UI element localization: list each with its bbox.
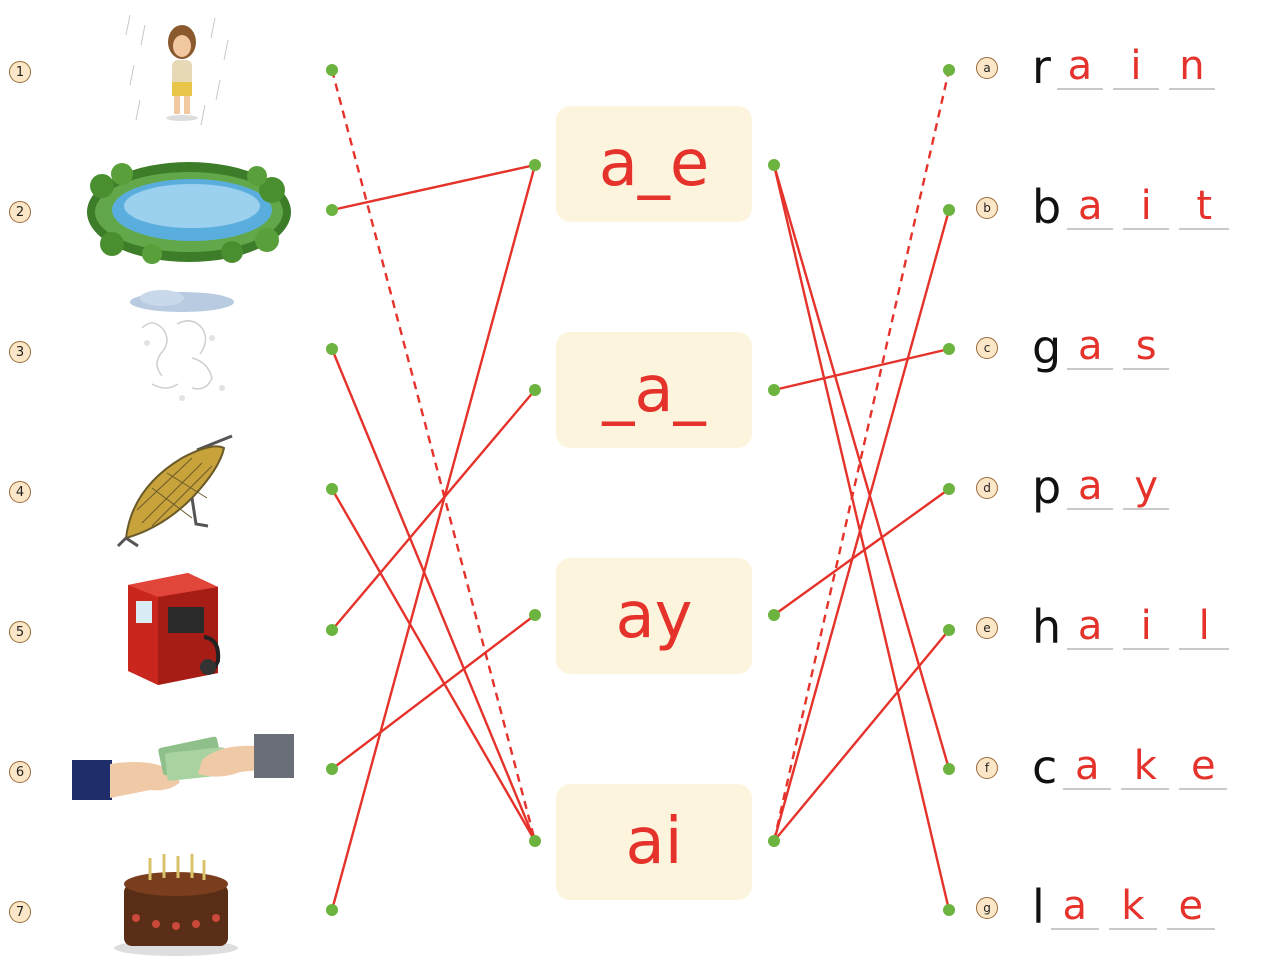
answer-slot[interactable]: e [1179, 746, 1228, 790]
word-letter-d: d [976, 477, 998, 499]
pattern-ay: ay [556, 558, 752, 674]
connector-dot[interactable] [943, 64, 955, 76]
connection-line [330, 164, 537, 911]
connection-line [330, 69, 537, 842]
connector-dot[interactable] [943, 343, 955, 355]
word-hail: h a i l [1032, 594, 1239, 650]
picture-number-1: 1 [9, 61, 31, 83]
word-first-letter: p [1032, 460, 1062, 514]
connector-dot[interactable] [768, 384, 780, 396]
picture-number-4: 4 [9, 481, 31, 503]
connector-dot[interactable] [326, 64, 338, 76]
answer-slot[interactable]: a [1067, 466, 1114, 510]
connector-dot[interactable] [326, 904, 338, 916]
word-gas: g a s [1032, 314, 1179, 370]
word-lake: l a k e [1032, 874, 1225, 930]
picture-number-3: 3 [9, 341, 31, 363]
word-letter-b: b [976, 197, 998, 219]
connector-dot[interactable] [529, 835, 541, 847]
connection-line [331, 389, 536, 631]
connector-dot[interactable] [943, 763, 955, 775]
connector-dot[interactable] [326, 483, 338, 495]
answer-slot[interactable]: e [1166, 886, 1215, 930]
connector-dot[interactable] [529, 384, 541, 396]
answer-slot[interactable]: n [1168, 46, 1215, 90]
answer-slot[interactable]: a [1063, 746, 1112, 790]
connector-dot[interactable] [943, 483, 955, 495]
birthday-cake-icon [114, 854, 238, 956]
connection-line [772, 164, 951, 911]
person-in-rain-icon [125, 14, 229, 126]
connection-line [330, 488, 537, 842]
connector-dot[interactable] [326, 204, 338, 216]
connector-dot[interactable] [529, 159, 541, 171]
word-rain: r a i n [1032, 34, 1225, 90]
answer-slot[interactable]: a [1067, 186, 1114, 230]
connector-dot[interactable] [326, 343, 338, 355]
answer-slot[interactable]: i [1123, 186, 1170, 230]
answer-slot[interactable]: a [1067, 326, 1114, 370]
pattern-a-e: a_e [556, 106, 752, 222]
answer-slot[interactable]: l [1179, 606, 1230, 650]
pattern-ai: ai [556, 784, 752, 900]
connection-line [330, 348, 537, 842]
connector-dot[interactable] [529, 609, 541, 621]
answer-slot[interactable]: a [1067, 606, 1114, 650]
word-first-letter: r [1032, 40, 1051, 94]
picture-number-5: 5 [9, 621, 31, 643]
word-first-letter: l [1032, 880, 1045, 934]
answer-slot[interactable]: k [1108, 886, 1157, 930]
gas-pump-icon [128, 573, 221, 685]
pattern-a-middle: _a_ [556, 332, 752, 448]
answer-slot[interactable]: a [1050, 886, 1099, 930]
answer-slot[interactable]: y [1123, 466, 1170, 510]
connector-dot[interactable] [943, 904, 955, 916]
hail-cloud-icon [130, 290, 234, 401]
connection-line [772, 164, 951, 770]
connection-line [331, 163, 536, 212]
word-letter-c: c [976, 337, 998, 359]
word-bait: b a i t [1032, 174, 1239, 230]
lake-icon [87, 162, 291, 264]
word-pay: p a y [1032, 454, 1179, 510]
picture-number-2: 2 [9, 201, 31, 223]
connector-dot[interactable] [326, 624, 338, 636]
connection-line [772, 69, 951, 842]
connection-line [331, 614, 536, 770]
connector-dot[interactable] [768, 609, 780, 621]
word-letter-e: e [976, 617, 998, 639]
connector-dot[interactable] [768, 835, 780, 847]
answer-slot[interactable]: a [1056, 46, 1103, 90]
picture-number-7: 7 [9, 901, 31, 923]
answer-slot[interactable]: i [1112, 46, 1159, 90]
connector-dot[interactable] [943, 204, 955, 216]
answer-slot[interactable]: t [1179, 186, 1230, 230]
word-first-letter: b [1032, 180, 1062, 234]
hand-paying-money-icon [72, 734, 294, 800]
connection-line [773, 347, 950, 392]
word-first-letter: c [1032, 740, 1058, 794]
connector-dot[interactable] [768, 159, 780, 171]
connection-line [773, 488, 950, 616]
answer-slot[interactable]: k [1121, 746, 1170, 790]
word-first-letter: h [1032, 600, 1062, 654]
word-cake: c a k e [1032, 734, 1237, 790]
connection-line [773, 629, 950, 842]
word-letter-f: f [976, 757, 998, 779]
fish-on-hook-bait-icon [116, 434, 233, 548]
picture-number-6: 6 [9, 761, 31, 783]
word-letter-a: a [976, 57, 998, 79]
answer-slot[interactable]: s [1123, 326, 1170, 370]
word-first-letter: g [1032, 320, 1062, 374]
connection-line [772, 209, 951, 842]
answer-slot[interactable]: i [1123, 606, 1170, 650]
connector-dot[interactable] [943, 624, 955, 636]
connector-dot[interactable] [326, 763, 338, 775]
word-letter-g: g [976, 897, 998, 919]
